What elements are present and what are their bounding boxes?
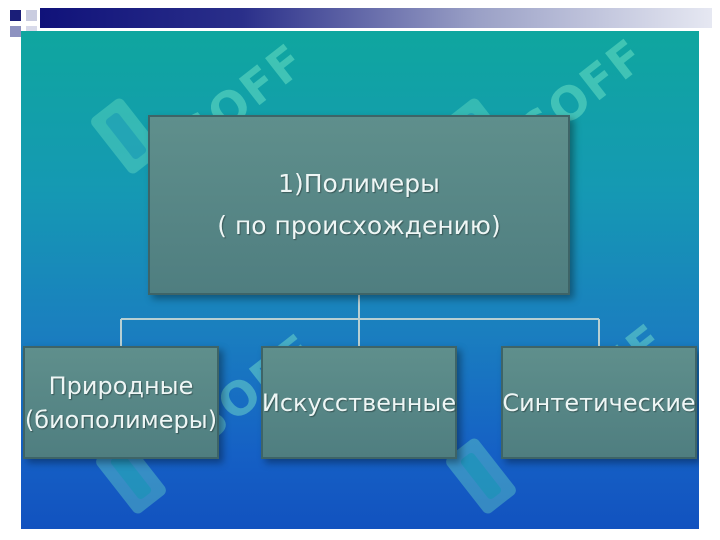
child-label: Природные	[48, 371, 194, 400]
child-node-synthetic: Синтетические	[501, 346, 697, 459]
header-square	[10, 10, 21, 21]
child-node-artificial: Искусственные	[261, 346, 457, 459]
child-sublabel: (биополимеры)	[24, 405, 218, 434]
root-node: 1)Полимеры ( по происхождению)	[148, 115, 570, 295]
child-label: Синтетические	[502, 388, 696, 417]
slide: SOFF SOFF SOFF SOFF 1)Полимеры ( по прои…	[21, 31, 699, 529]
header-square	[26, 10, 37, 21]
child-node-natural: Природные (биополимеры)	[23, 346, 219, 459]
connector-lines	[120, 295, 600, 346]
header-square	[10, 26, 21, 37]
header-bar	[40, 8, 712, 28]
root-subtitle: ( по происхождению)	[217, 211, 501, 240]
child-label: Искусственные	[261, 388, 457, 417]
root-title: 1)Полимеры	[278, 169, 440, 198]
